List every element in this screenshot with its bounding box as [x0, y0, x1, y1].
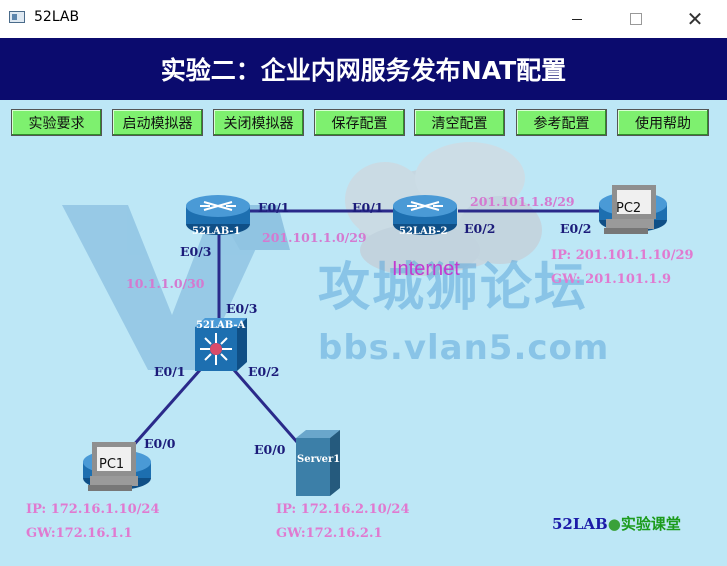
clear-config-button[interactable]: 清空配置 — [414, 109, 505, 136]
port-r1-e03: E0/3 — [180, 244, 212, 259]
brand-dot-icon: ● — [607, 515, 621, 533]
port-sw-e01: E0/1 — [154, 364, 186, 379]
pc1-ip: IP: 172.16.1.10/24 — [26, 502, 160, 517]
network-wan1: 201.101.1.0/29 — [262, 230, 367, 245]
pc1-device — [83, 442, 151, 491]
server-gateway: GW:172.16.2.1 — [276, 526, 383, 541]
pc2-ip: IP: 201.101.1.10/29 — [551, 248, 694, 263]
brand-name: 52LAB — [552, 515, 608, 533]
save-config-button[interactable]: 保存配置 — [314, 109, 405, 136]
stop-simulator-button[interactable]: 关闭模拟器 — [213, 109, 304, 136]
lab-title-banner: 实验二：企业内网服务发布NAT配置 — [0, 38, 727, 100]
topology-canvas: 实验要求 启动模拟器 关闭模拟器 保存配置 清空配置 参考配置 使用帮助 — [0, 100, 727, 566]
link-switch-server — [232, 369, 306, 451]
brand-suffix: 实验课堂 — [620, 515, 681, 533]
server-device — [296, 430, 340, 496]
port-pc1-e00: E0/0 — [144, 436, 176, 451]
router2-label: 52LAB-2 — [399, 226, 448, 237]
pc2-gateway: GW: 201.101.1.9 — [551, 272, 672, 287]
port-r1-e01: E0/1 — [258, 200, 290, 215]
window-title: 52LAB — [34, 9, 80, 25]
internet-label: Internet — [392, 258, 460, 280]
close-button[interactable]: ✕ — [672, 0, 718, 38]
window-titlebar: 52LAB ✕ — [0, 0, 727, 38]
network-wan2: 201.101.1.8/29 — [470, 194, 575, 209]
pc1-gateway: GW:172.16.1.1 — [26, 526, 133, 541]
server-label: Server1 — [297, 454, 341, 465]
lab-requirements-button[interactable]: 实验要求 — [11, 109, 102, 136]
internet-cloud — [345, 142, 542, 276]
port-server-e00: E0/0 — [254, 442, 286, 457]
maximize-icon — [630, 13, 642, 25]
minimize-icon — [572, 18, 582, 20]
reference-config-button[interactable]: 参考配置 — [516, 109, 607, 136]
help-button[interactable]: 使用帮助 — [617, 109, 709, 136]
switch-label: 52LAB-A — [196, 320, 246, 331]
pc2-label: PC2 — [616, 201, 642, 216]
server-ip: IP: 172.16.2.10/24 — [276, 502, 410, 517]
pc2-device — [599, 185, 667, 234]
network-lan: 10.1.1.0/30 — [126, 276, 205, 291]
switch-52lab-a — [195, 318, 247, 371]
port-pc2-e02: E0/2 — [560, 221, 592, 236]
start-simulator-button[interactable]: 启动模拟器 — [112, 109, 203, 136]
router1-label: 52LAB-1 — [192, 226, 241, 237]
port-sw-e03: E0/3 — [226, 301, 258, 316]
port-r2-e02: E0/2 — [464, 221, 496, 236]
router-52lab-1 — [186, 195, 250, 235]
topology-drawing — [62, 142, 667, 496]
watermark-url: bbs.vlan5.com — [318, 328, 610, 368]
watermark-chinese: 攻城狮论坛 — [318, 258, 589, 318]
maximize-button[interactable] — [613, 0, 659, 38]
pc1-label: PC1 — [99, 457, 125, 472]
router-52lab-2 — [393, 195, 457, 235]
port-r2-e01: E0/1 — [352, 200, 384, 215]
app-icon — [9, 11, 25, 23]
port-sw-e02: E0/2 — [248, 364, 280, 379]
close-icon: ✕ — [686, 7, 704, 31]
brand-logo: 52LAB●实验课堂 — [552, 513, 681, 534]
minimize-button[interactable] — [554, 0, 600, 38]
